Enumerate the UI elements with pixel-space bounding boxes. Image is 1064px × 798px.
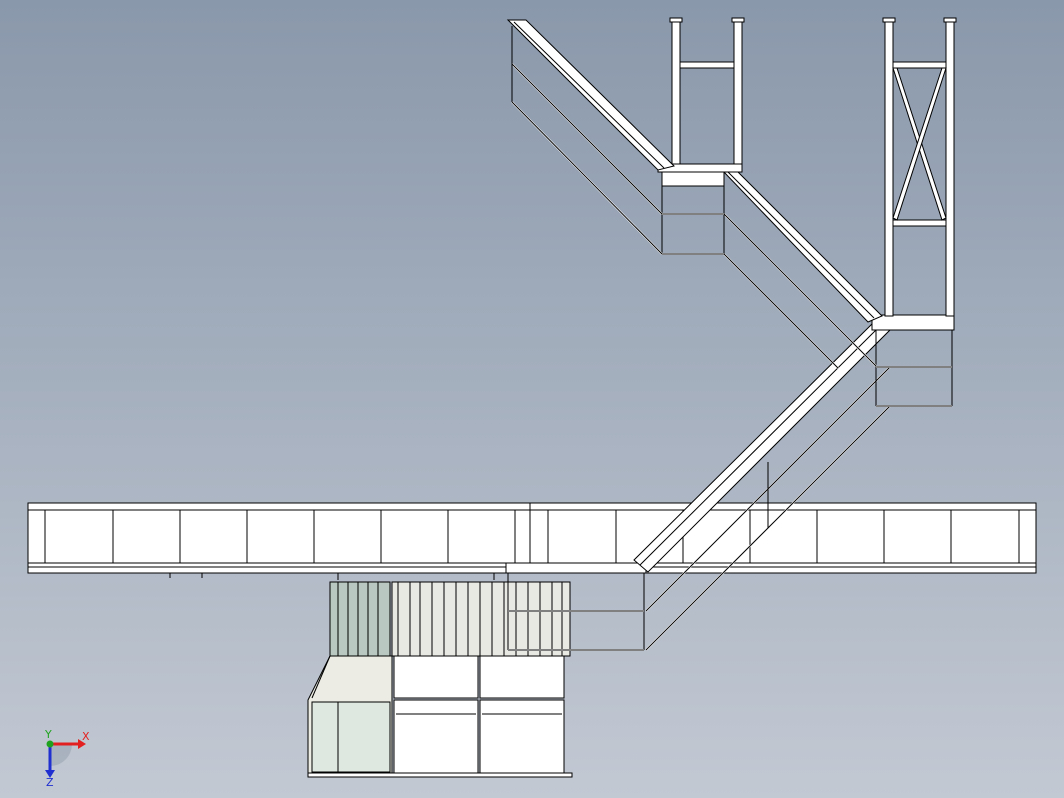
enclosure-panel-c	[393, 699, 479, 775]
top-stair-flight[interactable]	[506, 19, 675, 255]
walkway-frame-posts	[44, 503, 1020, 563]
middle-landing[interactable]	[871, 314, 955, 407]
x-axis-label: X	[82, 730, 90, 743]
lower-stair-flight[interactable]	[633, 319, 893, 651]
enclosure-panel-b	[479, 655, 565, 699]
louver-band-right	[391, 581, 571, 657]
lower-enclosure[interactable]	[307, 581, 573, 778]
orientation-triad: X Y Z	[44, 728, 90, 788]
enclosure-panel-a	[393, 655, 479, 699]
triad-quarter-disc	[50, 744, 72, 766]
upper-landing[interactable]	[657, 163, 743, 255]
right-tower[interactable]	[882, 17, 957, 317]
y-axis-label: Y	[44, 728, 52, 741]
z-axis-label: Z	[46, 776, 54, 788]
y-axis-dot	[46, 740, 54, 748]
enclosure-glass-door	[311, 701, 391, 773]
louver-band-left	[329, 581, 391, 657]
left-tower[interactable]	[669, 17, 745, 165]
walkway-top-rail	[27, 502, 1037, 511]
enclosure-panel-d	[479, 699, 565, 775]
lower-landing[interactable]	[505, 562, 647, 651]
walkway-body	[27, 509, 1037, 564]
